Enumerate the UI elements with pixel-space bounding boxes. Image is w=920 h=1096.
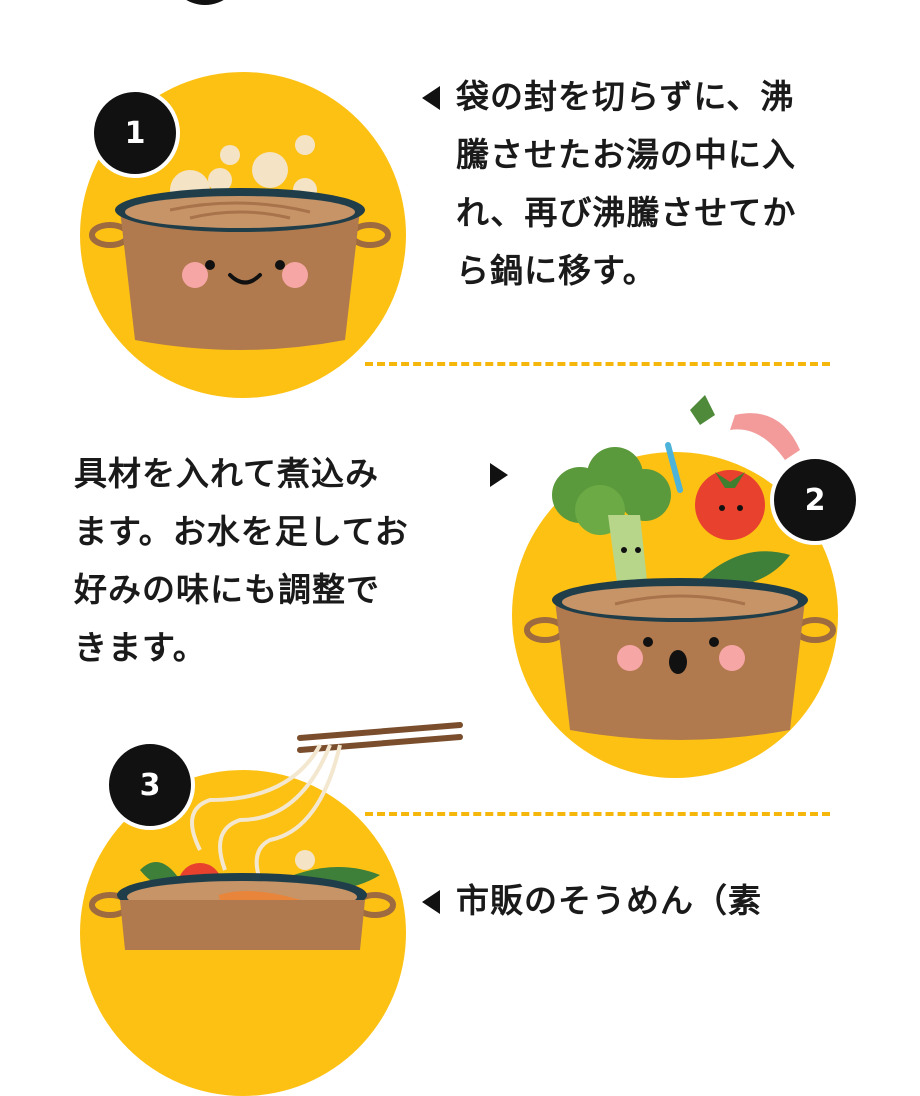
step-1-arrow-icon [422, 86, 440, 110]
divider-2 [365, 812, 830, 816]
step-2-number-badge: 2 [770, 455, 860, 545]
step-2-number: 2 [804, 482, 826, 518]
step-1-number-badge: 1 [90, 88, 180, 178]
step-3-pot-illustration [89, 722, 463, 950]
step-3-arrow-icon [422, 890, 440, 914]
divider-1 [365, 362, 830, 366]
step-1-pot-illustration [89, 135, 391, 350]
step-1-text: 袋の封を切らずに、沸 騰させたお湯の中に入 れ、再び沸騰させてか ら鍋に移す。 [456, 77, 797, 290]
step-3-text: 市販のそうめん（素 [456, 881, 762, 920]
step-2-text: 具材を入れて煮込み ます。お水を足してお 好みの味にも調整で きます。 [74, 454, 409, 667]
step-2-arrow-icon [490, 463, 508, 487]
step-3-number: 3 [139, 767, 161, 803]
step-3-number-badge: 3 [105, 740, 195, 830]
top-partial-shape [170, 0, 240, 5]
step-1-number: 1 [124, 115, 146, 151]
step-2-pot-illustration [524, 395, 836, 740]
